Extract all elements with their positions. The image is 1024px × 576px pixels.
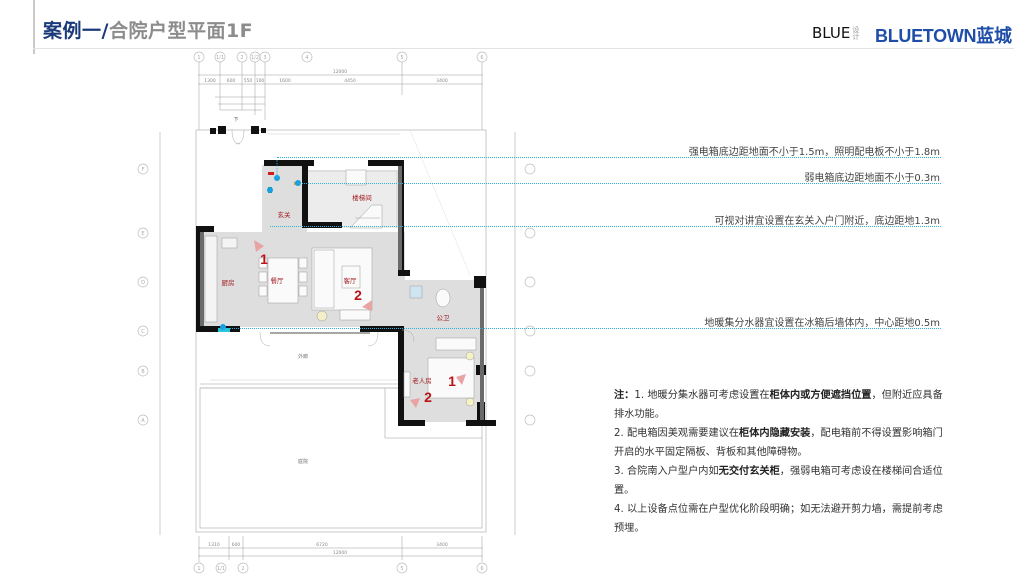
svg-text:B: B — [141, 369, 145, 375]
note-3: 3. 合院南入户型户内如无交付玄关柜，强弱电箱可考虑设在楼梯间合适位置。 — [614, 466, 943, 496]
callout-leader-line — [298, 183, 941, 184]
callout-weak-box: 弱电箱底边距地面不小于0.3m — [804, 173, 940, 184]
svg-text:3: 3 — [263, 55, 266, 61]
bluetown-logo: BLUETOWN蓝城 — [875, 26, 1012, 46]
svg-text:12000: 12000 — [333, 69, 347, 75]
svg-text:4450: 4450 — [344, 78, 356, 84]
svg-text:6: 6 — [480, 55, 483, 61]
svg-text:5: 5 — [400, 55, 403, 61]
callout-leader-line — [277, 157, 941, 158]
svg-text:4: 4 — [305, 55, 308, 61]
axis-bubbles-top — [193, 51, 488, 63]
logo-blue-text: BLUE — [812, 24, 851, 42]
svg-text:1/1: 1/1 — [216, 55, 224, 61]
note-1: 注：1. 地暖分集水器可考虑设置在柜体内或方便遮挡位置，但附近应具备排水功能。 — [614, 390, 943, 420]
room-label-elder: 老人房 — [412, 376, 432, 385]
svg-text:550: 550 — [244, 78, 253, 84]
notes-block: 注：1. 地暖分集水器可考虑设置在柜体内或方便遮挡位置，但附近应具备排水功能。 … — [614, 386, 946, 538]
svg-text:1/2: 1/2 — [251, 55, 259, 61]
note-2: 2. 配电箱因美观需要建议在柜体内隐藏安装，配电箱前不得设置影响箱门开启的水平固… — [614, 428, 943, 458]
view-marker-2: 2 — [354, 287, 362, 303]
note-4: 4. 以上设备点位需在户型优化阶段明确；如无法避开剪力墙，需提前考虑预埋。 — [614, 504, 943, 534]
svg-text:6720: 6720 — [316, 542, 328, 548]
svg-text:1310: 1310 — [208, 542, 220, 548]
room-label-living: 客厅 — [344, 276, 358, 285]
view-marker-1: 1 — [260, 251, 268, 267]
callout-intercom: 可视对讲宜设置在玄关入户门附近，底边距地1.3m — [714, 216, 940, 227]
svg-text:F: F — [142, 167, 145, 173]
svg-text:1: 1 — [197, 566, 200, 572]
svg-text:C: C — [141, 329, 145, 335]
svg-text:2: 2 — [241, 566, 244, 572]
svg-text:2: 2 — [240, 55, 243, 61]
svg-text:600: 600 — [232, 542, 241, 548]
svg-text:3400: 3400 — [436, 78, 448, 84]
logo-blue-sub: 设计 — [852, 25, 860, 41]
svg-text:1600: 1600 — [279, 78, 291, 84]
callout-strong-box: 强电箱底边距地面不小于1.5m，照明配电板不小于1.8m — [688, 147, 940, 158]
floor-plan: 1 1/1 2 1/2 3 4 5 6 12000 1300 600 550 1… — [137, 51, 536, 574]
svg-text:5: 5 — [400, 566, 403, 572]
title-case: 案例一/ — [43, 20, 109, 42]
svg-text:1300: 1300 — [204, 78, 216, 84]
axis-label: 1 — [197, 55, 200, 61]
room-label-yard: 庭院 — [298, 458, 308, 465]
svg-text:A: A — [141, 418, 145, 424]
room-label-bathroom: 公卫 — [437, 314, 451, 322]
page-title: 案例一/合院户型平面1F — [43, 16, 253, 43]
room-label-entry: 玄关 — [278, 210, 292, 219]
svg-text:D: D — [141, 280, 145, 286]
header-divider — [33, 48, 1014, 49]
room-label-kitchen: 厨房 — [222, 278, 235, 287]
svg-text:1/1: 1/1 — [217, 566, 225, 572]
view-marker-1: 1 — [448, 373, 456, 389]
callout-leader-line — [223, 328, 941, 329]
room-label-stair: 楼梯间 — [352, 193, 372, 202]
room-label-corridor: 外廊 — [298, 353, 308, 360]
view-marker-2: 2 — [424, 389, 432, 405]
room-label-dining: 餐厅 — [271, 276, 285, 285]
title-subject: 合院户型平面1F — [108, 20, 254, 42]
svg-text:6: 6 — [480, 566, 483, 572]
svg-text:下: 下 — [233, 117, 238, 123]
svg-text:100: 100 — [256, 78, 265, 84]
header-divider-vertical — [33, 0, 35, 54]
svg-text:3400: 3400 — [436, 542, 448, 548]
callout-floor-heating: 地暖集分水器宜设置在冰箱后墙体内，中心距地0.5m — [704, 318, 940, 329]
svg-text:12000: 12000 — [333, 550, 347, 556]
callout-leader-line — [270, 226, 941, 227]
svg-text:600: 600 — [227, 78, 236, 84]
svg-text:E: E — [141, 231, 144, 237]
